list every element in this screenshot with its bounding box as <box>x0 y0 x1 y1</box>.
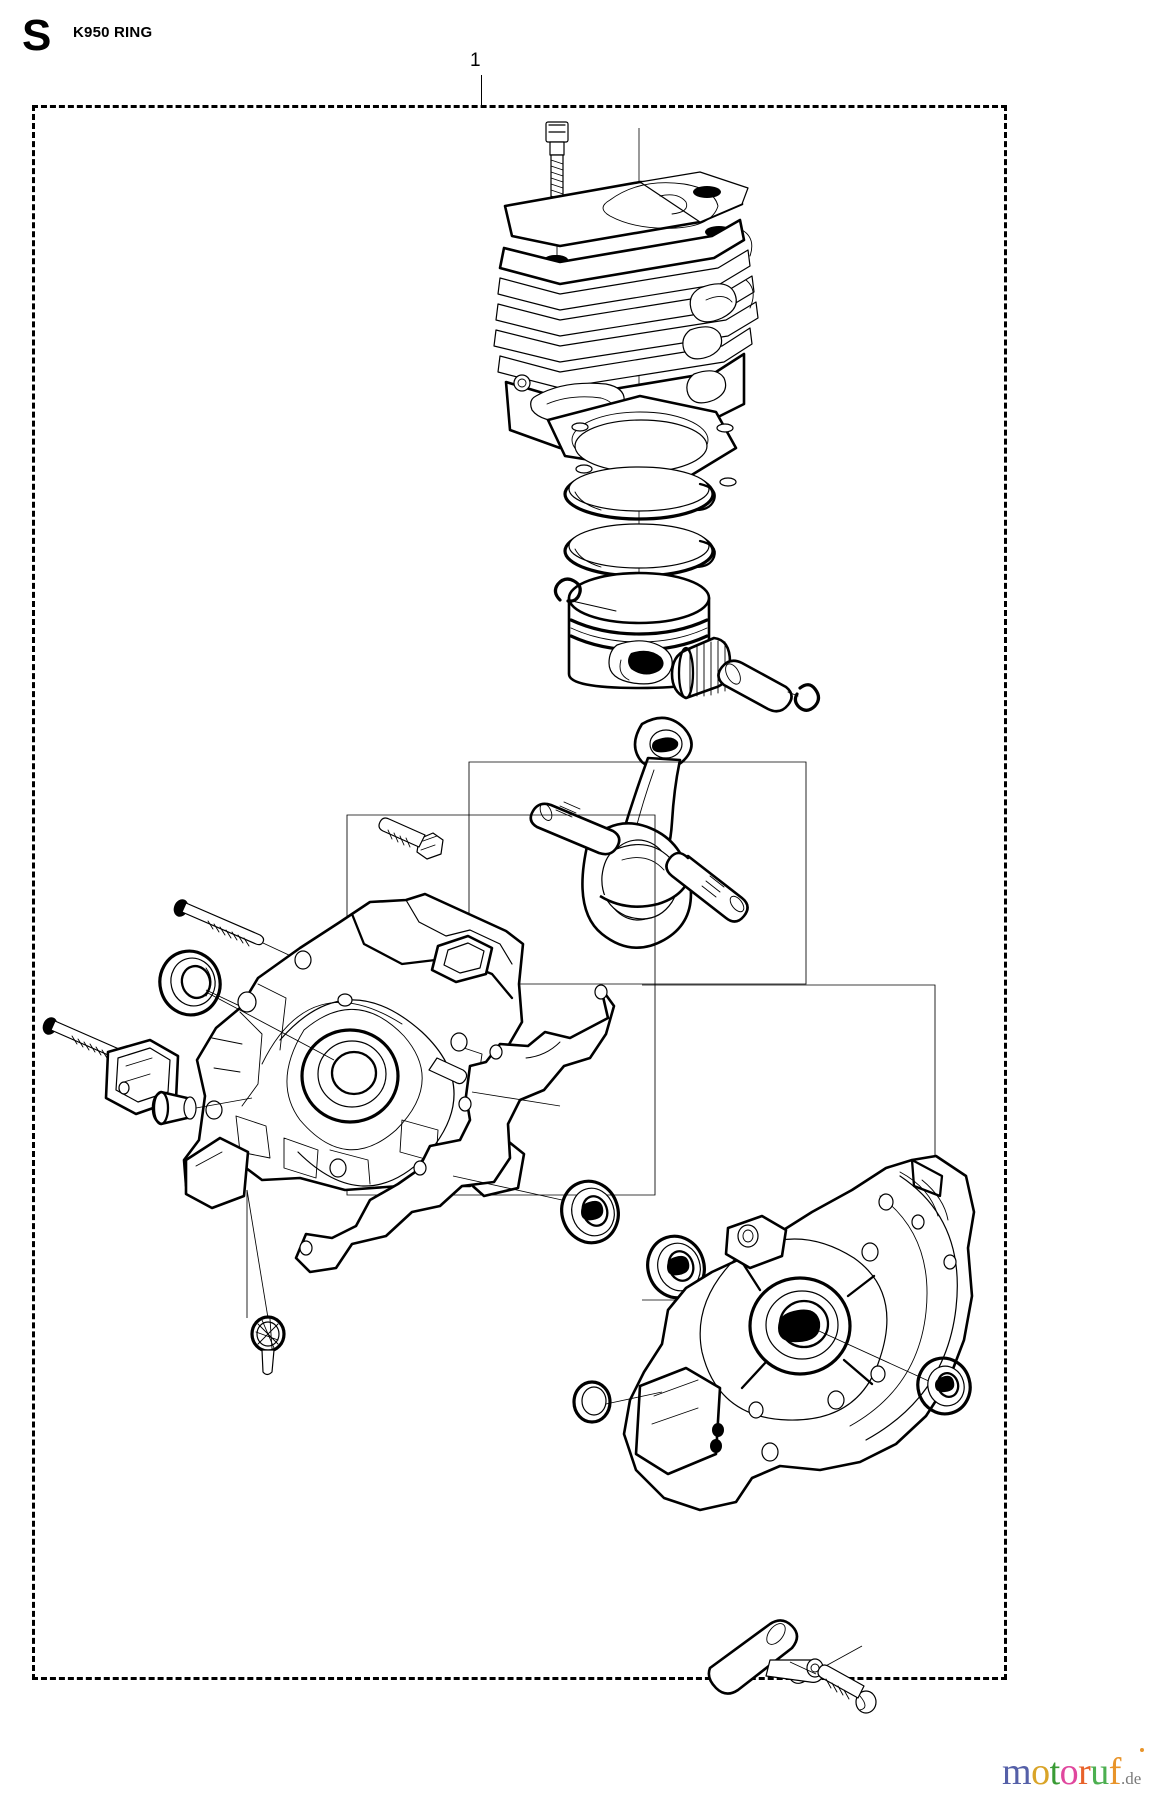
wm-letter-2: t <box>1049 1751 1061 1793</box>
callout-number-1: 1 <box>470 50 481 71</box>
wm-letter-0: m <box>1002 1751 1032 1793</box>
wm-letter-4: r <box>1078 1751 1091 1793</box>
watermark-motoruf: motoruf.de <box>1002 1752 1141 1799</box>
page-title: K950 RING <box>73 24 153 41</box>
callout-leader-line <box>481 75 482 106</box>
wm-letter-3: o <box>1059 1751 1079 1793</box>
wm-letter-1: o <box>1031 1751 1050 1793</box>
section-letter: S <box>22 11 52 60</box>
wm-letter-6: f <box>1108 1751 1122 1793</box>
wm-suffix: .de <box>1120 1769 1142 1788</box>
wm-letter-5: u <box>1090 1751 1109 1793</box>
wm-accent-dot <box>1140 1748 1144 1752</box>
assembly-group-box <box>32 105 1007 1680</box>
